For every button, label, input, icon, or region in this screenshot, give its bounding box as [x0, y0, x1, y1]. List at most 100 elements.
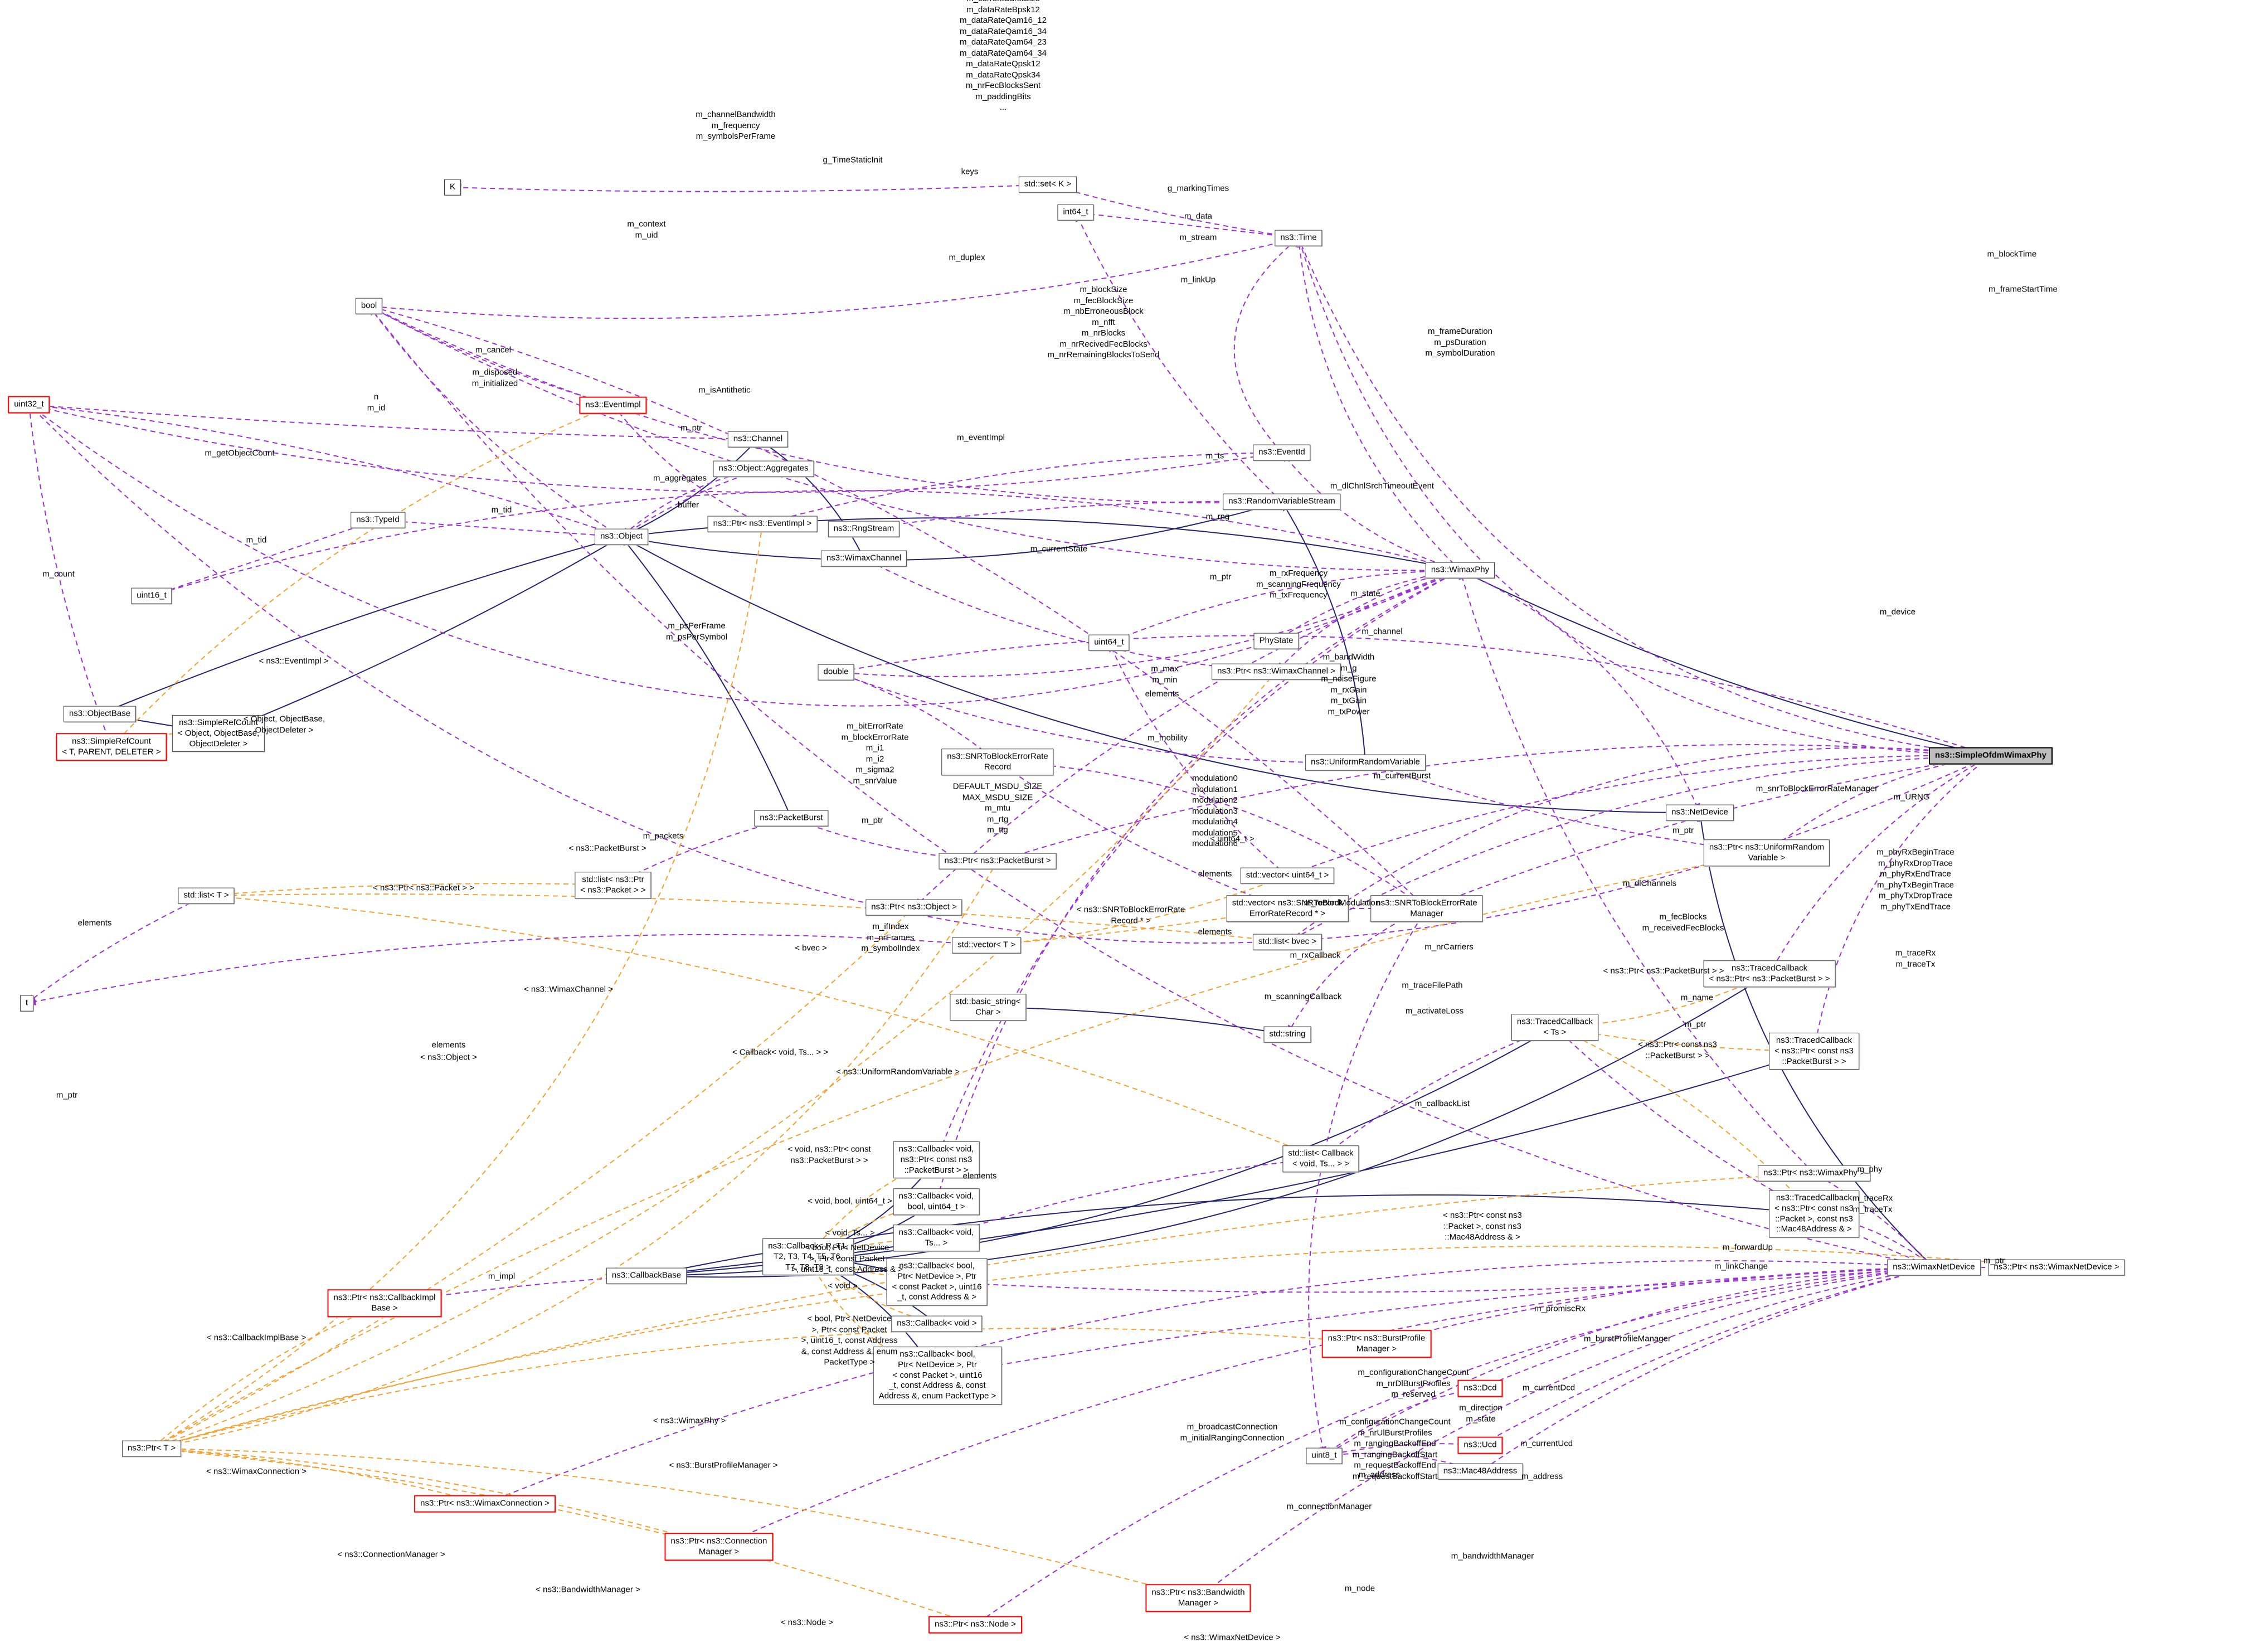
edge-ptr_node-ptr_t: < ns3::Node > — [150, 1445, 976, 1625]
class-box-ptr_cib[interactable]: ns3::Ptr< ns3::CallbackImpl Base > — [327, 1289, 442, 1317]
class-box-mac48[interactable]: ns3::Mac48Address — [1437, 1463, 1523, 1480]
class-box-object[interactable]: ns3::Object — [595, 528, 648, 545]
class-box-vec_record[interactable]: std::vector< ns3::SNRToBlock ErrorRateRe… — [1226, 895, 1349, 922]
class-box-phystate[interactable]: PhyState — [1253, 633, 1299, 649]
edge-wimaxnetdevice-ptr_bpm: m_burstProfileManager — [1375, 1267, 1934, 1345]
class-box-double[interactable]: double — [818, 664, 854, 681]
class-box-int64[interactable]: int64_t — [1057, 204, 1094, 221]
class-box-ptr_wimaxphy[interactable]: ns3::Ptr< ns3::WimaxPhy > — [1758, 1165, 1870, 1182]
edge-wimaxnetdevice-uint8: m_direction / m_state — [1323, 1267, 1934, 1456]
edge-rvs-int64: m_stream — [1075, 211, 1282, 502]
class-box-t[interactable]: t — [20, 995, 34, 1012]
class-box-list_packet[interactable]: std::list< ns3::Ptr < ns3::Packet > > — [575, 872, 651, 898]
class-box-snr_record[interactable]: ns3::SNRToBlockErrorRate Record — [941, 749, 1054, 775]
class-box-ptr_urv[interactable]: ns3::Ptr< ns3::UniformRandom Variable > — [1703, 839, 1830, 866]
class-box-uint32[interactable]: uint32_t — [8, 396, 50, 414]
edge-tc_ts-list_callback: m_callbackList — [1320, 1027, 1555, 1160]
class-box-set_k[interactable]: std::set< K > — [1018, 176, 1077, 193]
class-box-simplerefcount_obj[interactable]: ns3::SimpleRefCount < Object, ObjectBase… — [172, 715, 265, 752]
edge-ptr_cm-ptr_t: < ns3::ConnectionManager > — [150, 1445, 719, 1547]
edge-wimaxnetdevice-tc_packet_mac: m_traceRx / m_traceTx — [1813, 1211, 1934, 1268]
class-box-cb_bool64[interactable]: ns3::Callback< void, bool, uint64_t > — [893, 1188, 980, 1215]
class-box-ptr_node[interactable]: ns3::Ptr< ns3::Node > — [928, 1616, 1022, 1634]
class-box-aggregates[interactable]: ns3::Object::Aggregates — [713, 460, 814, 477]
class-box-packetburst[interactable]: ns3::PacketBurst — [754, 810, 829, 827]
edge-rvs-object — [620, 501, 1282, 561]
class-box-cb_r9[interactable]: ns3::Callback< R, T1, T2, T3, T4, T5, T6… — [762, 1238, 854, 1276]
class-box-ptr_t[interactable]: ns3::Ptr< T > — [121, 1440, 182, 1457]
class-box-simplerefcount[interactable]: ns3::SimpleRefCount < T, PARENT, DELETER… — [56, 733, 167, 761]
class-box-k[interactable]: K — [444, 179, 461, 196]
class-box-ptr_cm[interactable]: ns3::Ptr< ns3::Connection Manager > — [664, 1533, 774, 1561]
edge-wimaxnetdevice-mac48: m_address — [1479, 1267, 1934, 1473]
class-box-time[interactable]: ns3::Time — [1275, 230, 1322, 246]
class-box-basicstring[interactable]: std::basic_string< Char > — [950, 994, 1027, 1021]
class-box-channel[interactable]: ns3::Channel — [727, 431, 789, 448]
edge-wimaxphy-cb_constpb: m_rxCallback — [936, 570, 1461, 1161]
class-box-ptr_wnd[interactable]: ns3::Ptr< ns3::WimaxNetDevice > — [1988, 1259, 2125, 1276]
class-box-eventimpl[interactable]: ns3::EventImpl — [579, 396, 647, 414]
class-box-eventid[interactable]: ns3::EventId — [1253, 444, 1311, 461]
edge-list_callback-list_t: < Callback< void, Ts... > > — [205, 892, 1321, 1159]
class-box-uint64[interactable]: uint64_t — [1088, 634, 1130, 651]
edge-vec_uint64-uint64: elements — [1108, 642, 1288, 876]
edge-eventid-ptr_eventimpl: m_eventImpl — [761, 452, 1282, 526]
class-box-main[interactable]: ns3::SimpleOfdmWimaxPhy — [1929, 747, 2053, 765]
class-box-ptr_bpm[interactable]: ns3::Ptr< ns3::BurstProfile Manager > — [1321, 1330, 1432, 1358]
class-box-ptr_object[interactable]: ns3::Ptr< ns3::Object > — [865, 899, 962, 916]
class-box-list_bvec[interactable]: std::list< bvec > — [1252, 934, 1322, 950]
edge-wimaxnetdevice-cb_bool_nd: m_forwardUp — [936, 1267, 1934, 1293]
class-box-list_t[interactable]: std::list< T > — [178, 887, 235, 904]
edge-wimaxnetdevice-dcd: m_currentDcd — [1479, 1267, 1934, 1389]
class-box-wimaxchannel[interactable]: ns3::WimaxChannel — [820, 550, 907, 567]
class-box-typeid[interactable]: ns3::TypeId — [351, 512, 405, 528]
class-box-callbackbase[interactable]: ns3::CallbackBase — [606, 1267, 687, 1284]
class-box-ptr_packetburst[interactable]: ns3::Ptr< ns3::PacketBurst > — [939, 853, 1057, 869]
edge-ptr_wimaxphy-wimaxphy: m_ptr — [1458, 569, 1815, 1174]
class-box-ptr_eventimpl[interactable]: ns3::Ptr< ns3::EventImpl > — [707, 516, 818, 532]
class-box-dcd[interactable]: ns3::Dcd — [1457, 1379, 1503, 1397]
edge-main-ptr_packetburst: m_currentBurst — [996, 744, 1991, 863]
class-box-rvs[interactable]: ns3::RandomVariableStream — [1223, 493, 1341, 510]
edge-ptr_wimaxchannel-wimaxchannel: m_ptr — [863, 558, 1277, 672]
class-box-ptr_wimaxchannel[interactable]: ns3::Ptr< ns3::WimaxChannel > — [1212, 663, 1341, 680]
class-box-uint8[interactable]: uint8_t — [1306, 1447, 1343, 1464]
class-box-objectbase[interactable]: ns3::ObjectBase — [63, 706, 137, 722]
edge-ptr_wimaxchannel-ptr_t: < ns3::WimaxChannel > — [150, 671, 1277, 1450]
class-box-uint16[interactable]: uint16_t — [131, 587, 172, 604]
edge-packetburst-object — [620, 536, 792, 819]
class-box-cb_ts[interactable]: ns3::Callback< void, Ts... > — [893, 1225, 980, 1251]
class-box-ucd[interactable]: ns3::Ucd — [1457, 1436, 1503, 1454]
edge-list_t-t: elements — [26, 895, 207, 1004]
class-box-tc_pb[interactable]: ns3::TracedCallback < ns3::Ptr< ns3::Pac… — [1703, 960, 1836, 987]
class-box-urv[interactable]: ns3::UniformRandomVariable — [1305, 754, 1426, 771]
class-box-snr_manager[interactable]: ns3::SNRToBlockErrorRate Manager — [1370, 895, 1483, 922]
edge-tc_packet_mac-tc_ts: < ns3::Ptr< const ns3::Packet >, const n… — [1554, 1027, 1815, 1214]
class-box-cb_bool_nd2[interactable]: ns3::Callback< bool, Ptr< NetDevice >, P… — [873, 1347, 1002, 1405]
class-box-rngstream[interactable]: ns3::RngStream — [828, 521, 900, 537]
class-box-ptr_wc[interactable]: ns3::Ptr< ns3::WimaxConnection > — [414, 1495, 556, 1513]
class-box-tc_ts[interactable]: ns3::TracedCallback < Ts > — [1511, 1014, 1599, 1041]
class-box-cb_bool_nd[interactable]: ns3::Callback< bool, Ptr< NetDevice >, P… — [886, 1258, 988, 1306]
class-box-vec_uint64[interactable]: std::vector< uint64_t > — [1240, 867, 1335, 884]
class-box-list_callback[interactable]: std::list< Callback < void, Ts... > > — [1282, 1145, 1359, 1172]
edge-wimaxnetdevice-tc_ts: m_linkChange — [1554, 1026, 1934, 1268]
edge-channel-uint32: n / m_id — [28, 401, 758, 440]
class-box-tc_constpb[interactable]: ns3::TracedCallback < ns3::Ptr< const ns… — [1769, 1032, 1859, 1070]
class-box-cb_void[interactable]: ns3::Callback< void > — [891, 1315, 983, 1332]
class-box-vector_t[interactable]: std::vector< T > — [952, 937, 1021, 954]
class-box-wimaxphy[interactable]: ns3::WimaxPhy — [1425, 562, 1495, 579]
edge-typeid-uint16: m_tid — [150, 519, 378, 597]
class-box-ptr_bwm[interactable]: ns3::Ptr< ns3::Bandwidth Manager > — [1145, 1584, 1251, 1612]
class-box-cb_constpb[interactable]: ns3::Callback< void, ns3::Ptr< const ns3… — [893, 1141, 980, 1179]
class-box-stdstring[interactable]: std::string — [1263, 1026, 1311, 1043]
class-box-tc_packet_mac[interactable]: ns3::TracedCallback < ns3::Ptr< const ns… — [1769, 1190, 1859, 1238]
class-box-wimaxnetdevice[interactable]: ns3::WimaxNetDevice — [1887, 1259, 1981, 1276]
class-box-bool[interactable]: bool — [355, 298, 383, 314]
class-box-netdevice[interactable]: ns3::NetDevice — [1666, 804, 1734, 821]
edge-main-tc_constpb: m_phyRx/TxBegin,Drop,EndTrace — [1811, 755, 1991, 1052]
edge-ptr_bwm-ptr_t: < ns3::BandwidthManager > — [150, 1445, 1199, 1598]
edge-object-objectbase — [99, 536, 622, 715]
edge-cb_bool_nd2-cb_r9: < bool, ..., enum PacketType > — [808, 1256, 938, 1376]
